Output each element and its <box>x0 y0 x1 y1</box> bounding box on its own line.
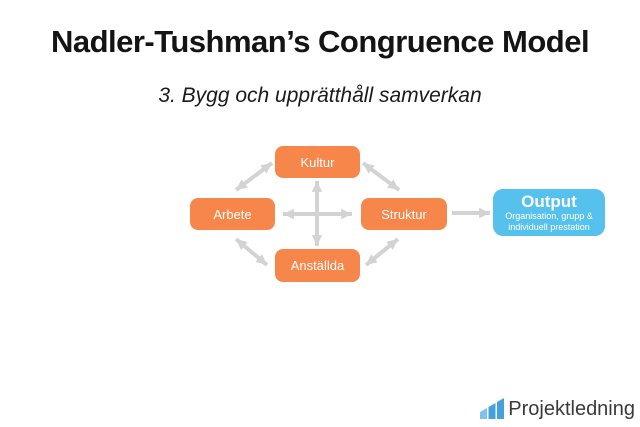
output-title: Output <box>521 192 577 211</box>
arrow-kultur-struktur <box>361 161 401 192</box>
arrow-arbete-anstallda <box>234 237 269 267</box>
output-subtitle-line2: individuell prestation <box>508 221 590 232</box>
brand-name: Projektledning <box>508 398 635 420</box>
node-anstallda-label: Anställda <box>290 258 345 273</box>
node-struktur-label: Struktur <box>381 206 427 222</box>
node-struktur: Struktur <box>361 198 447 230</box>
node-kultur-label: Kultur <box>300 154 335 170</box>
node-anstallda: Anställda <box>275 249 360 282</box>
brand-logo: Projektledning <box>480 397 635 420</box>
logo-bars-icon <box>480 398 505 419</box>
node-arbete-label: Arbete <box>213 206 252 222</box>
page-subtitle: 3. Bygg och upprätthåll samverkan <box>158 84 482 107</box>
output-box: Output Organisation, grupp & individuell… <box>493 189 605 236</box>
arrow-anstallda-struktur <box>364 237 400 267</box>
output-subtitle-line1: Organisation, grupp & <box>505 211 593 221</box>
arrow-arbete-kultur <box>234 161 274 192</box>
page-title: Nadler-Tushman’s Congruence Model <box>50 24 590 59</box>
node-kultur: Kultur <box>275 146 360 178</box>
node-arbete: Arbete <box>190 198 275 230</box>
